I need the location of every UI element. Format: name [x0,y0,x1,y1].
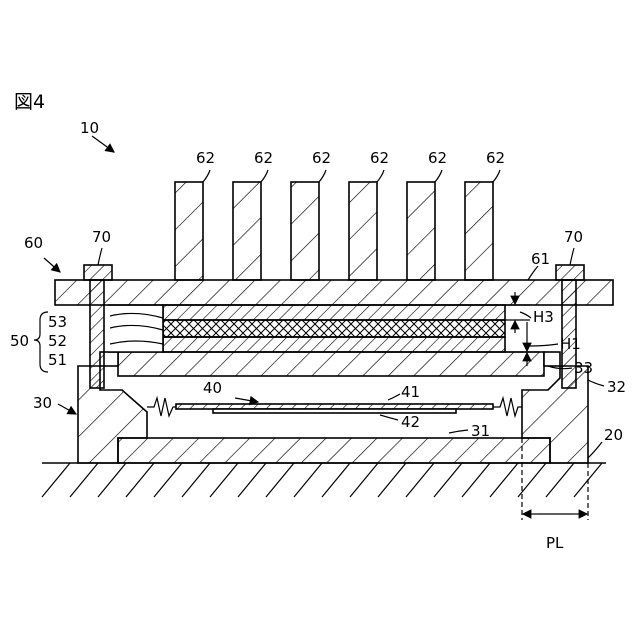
label-fin-5: 62 [428,149,447,167]
label-40: 40 [203,379,222,397]
fins-group [175,182,493,280]
ground-hatch-line [238,463,266,497]
ground-hatch-line [434,463,462,497]
fin-62 [349,182,377,280]
fin-62 [233,182,261,280]
ground-hatch-line [546,463,574,497]
label-32: 32 [607,378,626,396]
label-51: 51 [48,351,67,369]
cover-right-lip [544,352,560,366]
fin-62 [407,182,435,280]
arrow-60 [44,258,60,272]
ground-hatch-line [70,463,98,497]
label-52: 52 [48,332,67,350]
bracket-50 [34,312,48,372]
label-fin-1: 62 [196,149,215,167]
ground-hatch-line [126,463,154,497]
fin-62 [465,182,493,280]
label-10: 10 [80,119,99,137]
ground-hatch-line [294,463,322,497]
fin-62 [291,182,319,280]
label-33: 33 [574,359,593,377]
label-50: 50 [10,332,29,350]
label-70-left: 70 [92,228,111,246]
label-h1: H1 [560,335,581,353]
label-30: 30 [33,394,52,412]
ground-hatch-line [42,463,70,497]
label-41: 41 [401,383,420,401]
label-42: 42 [401,413,420,431]
layer-51 [118,352,544,376]
module-40 [147,398,522,416]
label-h3: H3 [533,308,554,326]
arrow-10 [92,136,114,152]
label-pl: PL [546,534,564,552]
ground-hatch-line [98,463,126,497]
heat-sink-base-61 [55,280,613,305]
layer-53-upper [163,305,505,320]
fin-62 [175,182,203,280]
ground-hatch-line [210,463,238,497]
label-fin-4: 62 [370,149,389,167]
label-53: 53 [48,313,67,331]
ground-hatch-line [490,463,518,497]
label-70-right: 70 [564,228,583,246]
housing-floor-31 [118,438,550,463]
label-fin-6: 62 [486,149,505,167]
layer-53-middle [163,320,505,337]
ground-hatch-line [266,463,294,497]
label-31: 31 [471,422,490,440]
figure-number: 図4 [14,91,45,113]
arrow-30 [58,404,76,414]
label-61: 61 [531,250,550,268]
ground-hatch-line [182,463,210,497]
ground-hatch-line [154,463,182,497]
ground-hatch-line [322,463,350,497]
label-fin-3: 62 [312,149,331,167]
label-fin-2: 62 [254,149,273,167]
ground-hatch-line [378,463,406,497]
arrow-40 [235,398,258,402]
ground-hatch-line [462,463,490,497]
label-20: 20 [604,426,623,444]
layer-52-lower [163,337,505,352]
ground-hatch-line [406,463,434,497]
ground-hatch-line [350,463,378,497]
label-60: 60 [24,234,43,252]
